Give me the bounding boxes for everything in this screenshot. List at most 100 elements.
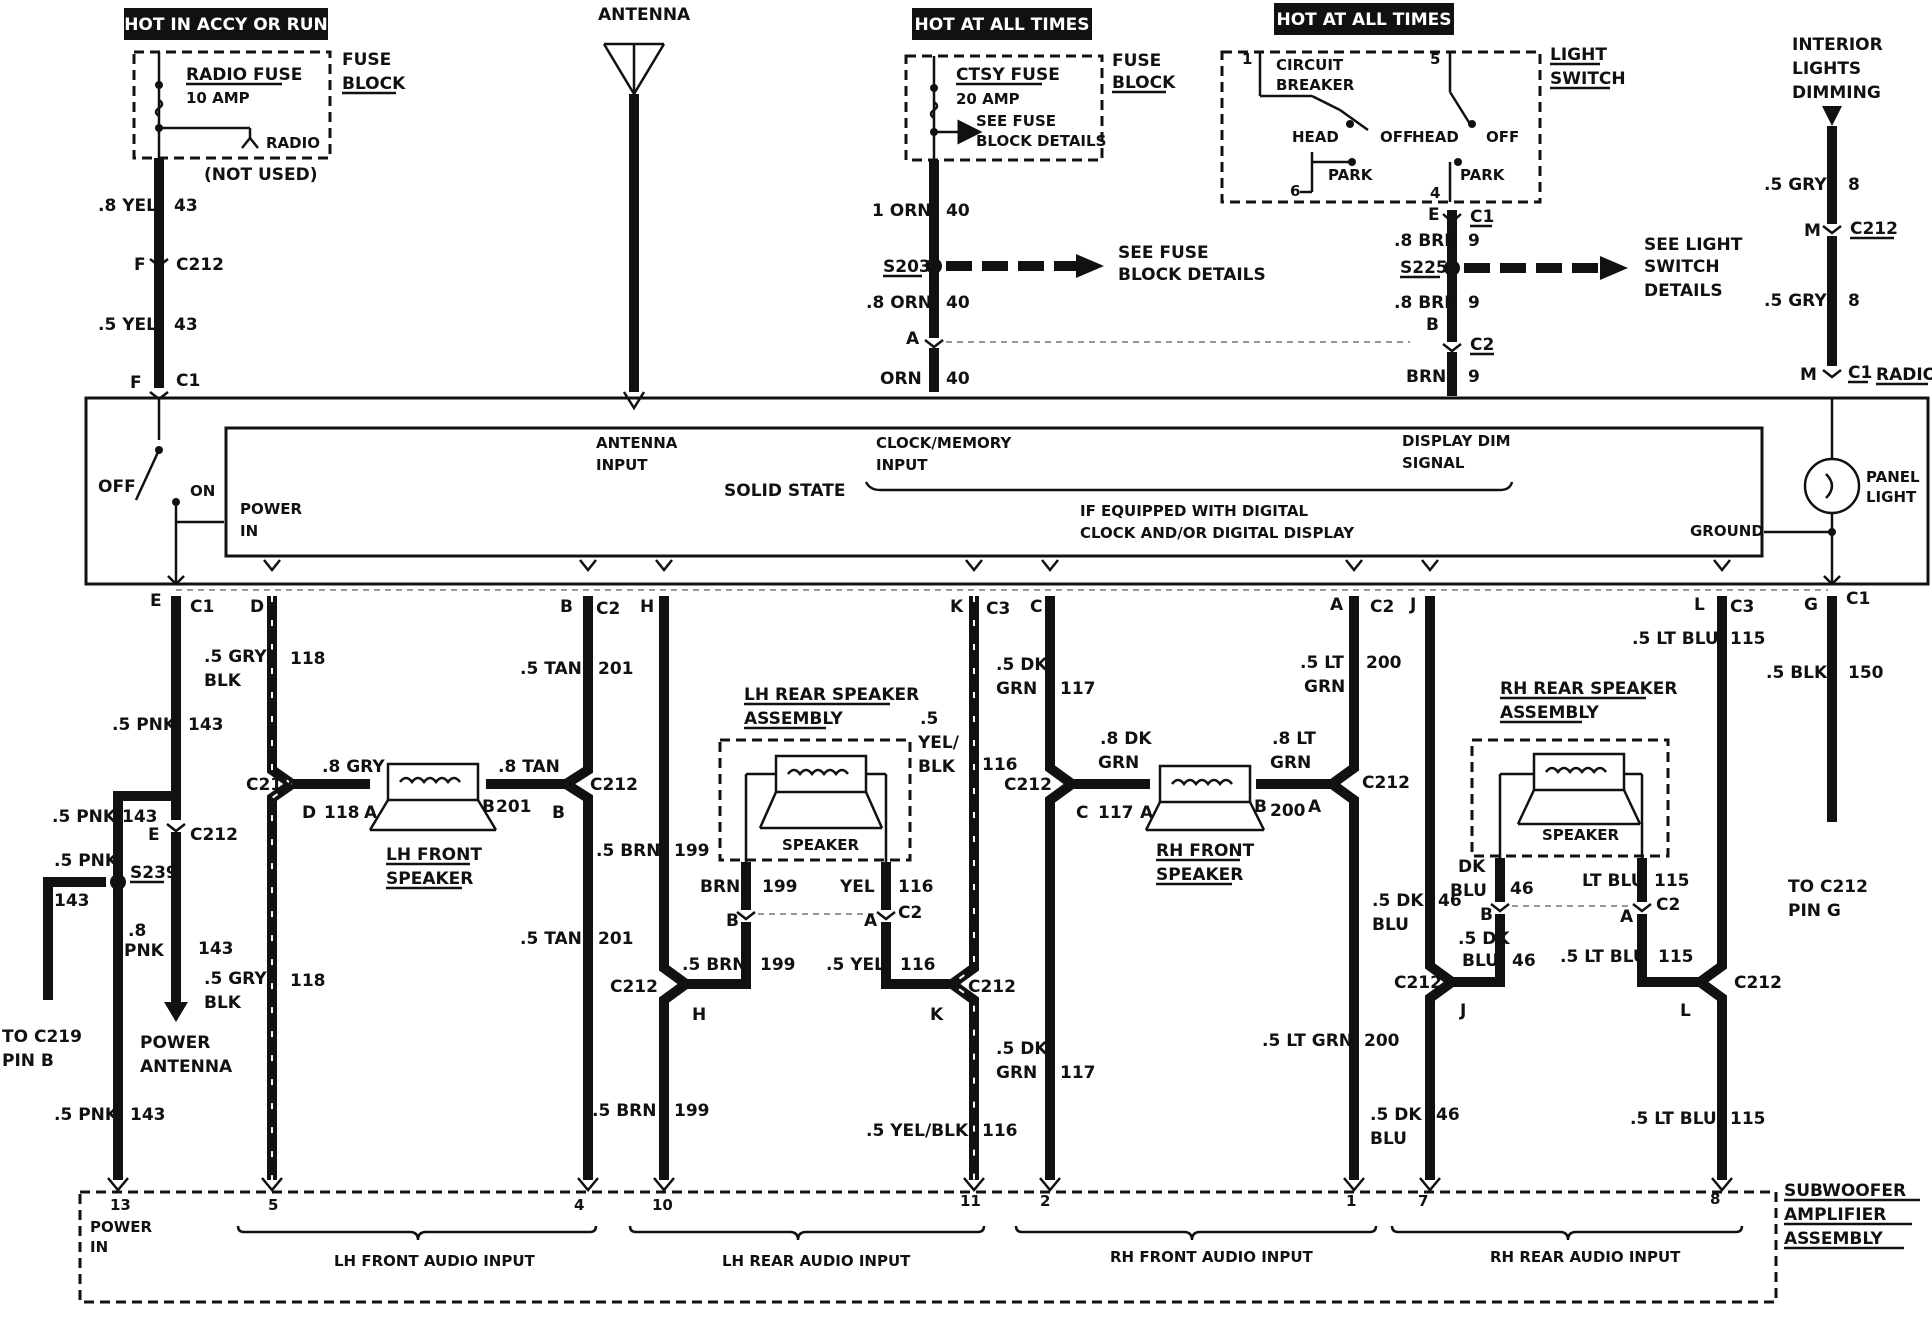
wire-circuit: 201: [598, 659, 634, 679]
antenna-label: ANTENNA: [598, 5, 691, 25]
wire-rh-rear-46: [1452, 914, 1505, 987]
wire-label: .5 DK: [996, 655, 1048, 675]
wire-label: LT BLU: [1582, 871, 1645, 891]
pin-label: E: [1428, 205, 1440, 225]
wire-199: [659, 596, 695, 1180]
amp-pin: 13: [110, 1196, 131, 1214]
pin-label: H: [640, 597, 654, 617]
fuse-block-label: FUSE: [342, 50, 391, 70]
fuse-block-label: BLOCK: [1112, 73, 1176, 93]
pin-label: E: [150, 591, 162, 611]
to-c219-label: TO C219: [2, 1027, 82, 1047]
connector-label: C212: [246, 775, 294, 795]
wire-circuit: 150: [1848, 663, 1884, 683]
wire-label: .5 DK: [1370, 1105, 1422, 1125]
wire-circuit: 199: [674, 1101, 710, 1121]
wire-label: .5 GRY: [1764, 291, 1827, 311]
connector-label: C1: [1846, 589, 1870, 609]
wire-circuit: 8: [1848, 175, 1860, 195]
wire-circuit: 117: [1060, 679, 1096, 699]
radio-fuse-radio: RADIO: [266, 134, 320, 152]
wire-label: .8 BRN: [1394, 293, 1458, 313]
see-fuse-label: SEE FUSE: [1118, 243, 1209, 263]
see-fuse-text: SEE FUSE: [976, 112, 1056, 130]
wire-circuit: 46: [1512, 951, 1536, 971]
pin-label: B: [1480, 905, 1493, 925]
wire-circuit: 46: [1436, 1105, 1460, 1125]
connector-label: C212: [1004, 775, 1052, 795]
antenna-input-label: ANTENNA: [596, 434, 678, 452]
header-hot-all-times-2: HOT AT ALL TIMES: [1274, 3, 1454, 35]
wire-label: GRN: [1098, 753, 1139, 773]
wire-circuit: 201: [496, 797, 532, 817]
pin-label: J: [1459, 1001, 1466, 1021]
wire-label: .5 TAN: [520, 929, 582, 949]
wire-label: .5 DK: [1458, 929, 1510, 949]
see-light-label: SWITCH: [1644, 257, 1720, 277]
wire-circuit: 201: [598, 929, 634, 949]
switch-pin: 6: [1290, 182, 1300, 200]
splice-s203: [926, 258, 942, 274]
wire-label: .8 TAN: [498, 757, 560, 777]
connector-label: C2: [1370, 597, 1394, 617]
ground-label: GROUND: [1690, 522, 1764, 540]
solid-state-label: SOLID STATE: [724, 481, 845, 501]
wire-label: .8 ORN: [866, 293, 932, 313]
wire-label: BLU: [1370, 1129, 1407, 1149]
wire-circuit: 118: [290, 649, 326, 669]
header-text: HOT AT ALL TIMES: [915, 15, 1090, 35]
wire-label: .5 BRN: [592, 1101, 656, 1121]
switch-park: PARK: [1328, 166, 1374, 184]
power-in-label: IN: [240, 522, 258, 540]
antenna-input-label: INPUT: [596, 456, 648, 474]
see-fuse-label: BLOCK DETAILS: [1118, 265, 1266, 285]
wire-circuit: 8: [1848, 291, 1860, 311]
amp-pin: 5: [268, 1196, 278, 1214]
pin-label: A: [364, 803, 378, 823]
wire-label: .5 PNK: [54, 851, 119, 871]
wire-label: .5 PNK: [52, 807, 117, 827]
fuse-block-label: BLOCK: [342, 74, 406, 94]
wire-label: .5 LT BLU: [1560, 947, 1647, 967]
pin-label: A: [906, 329, 920, 349]
wire-label: .8 BRN: [1394, 231, 1458, 251]
switch-off-label: OFF: [98, 477, 136, 497]
wire-label: BLK: [918, 757, 956, 777]
fuse-block-label: FUSE: [1112, 51, 1161, 71]
wire-circuit: 115: [1730, 629, 1766, 649]
pin-label: B: [552, 803, 565, 823]
switch-pin: 5: [1430, 50, 1440, 68]
connector-label: C1: [1470, 207, 1494, 227]
wire-label: PNK: [124, 941, 165, 961]
pin-label: A: [1330, 595, 1344, 615]
wire-circuit: 118: [324, 803, 360, 823]
wire-circuit: 117: [1098, 803, 1134, 823]
lh-front-speaker-label: LH FRONT: [386, 845, 482, 865]
wire-143-branch: [113, 791, 176, 1180]
connector-label: C3: [986, 599, 1010, 619]
wire-label: .5 BLK: [1766, 663, 1828, 683]
pin-label: C: [1076, 803, 1088, 823]
lh-rear-speaker-assembly: [718, 738, 912, 862]
switch-on-label: ON: [190, 482, 215, 500]
pin-label: H: [692, 1005, 706, 1025]
wire-label: .5 GRY/: [204, 647, 274, 667]
wire-circuit: 46: [1438, 891, 1462, 911]
connector-label: C212: [968, 977, 1016, 997]
rh-front-speaker-label: SPEAKER: [1156, 865, 1243, 885]
connector-label: C212: [1850, 219, 1898, 239]
wire-circuit: 200: [1364, 1031, 1400, 1051]
wire-circuit: 40: [946, 293, 970, 313]
amp-power-in: POWER: [90, 1218, 153, 1236]
switch-head: HEAD: [1412, 128, 1459, 146]
rh-rear-speaker-label: RH REAR SPEAKER: [1500, 679, 1677, 699]
wire-label: .5 YEL: [98, 315, 157, 335]
connector-label: C212: [176, 255, 224, 275]
header-text: HOT AT ALL TIMES: [1277, 10, 1452, 30]
wire-label: .5 DK: [1372, 891, 1424, 911]
wire-circuit: 46: [1510, 879, 1534, 899]
wire-circuit: 115: [1654, 871, 1690, 891]
pin-label: A: [1308, 797, 1322, 817]
to-c212-label: TO C212: [1788, 877, 1868, 897]
